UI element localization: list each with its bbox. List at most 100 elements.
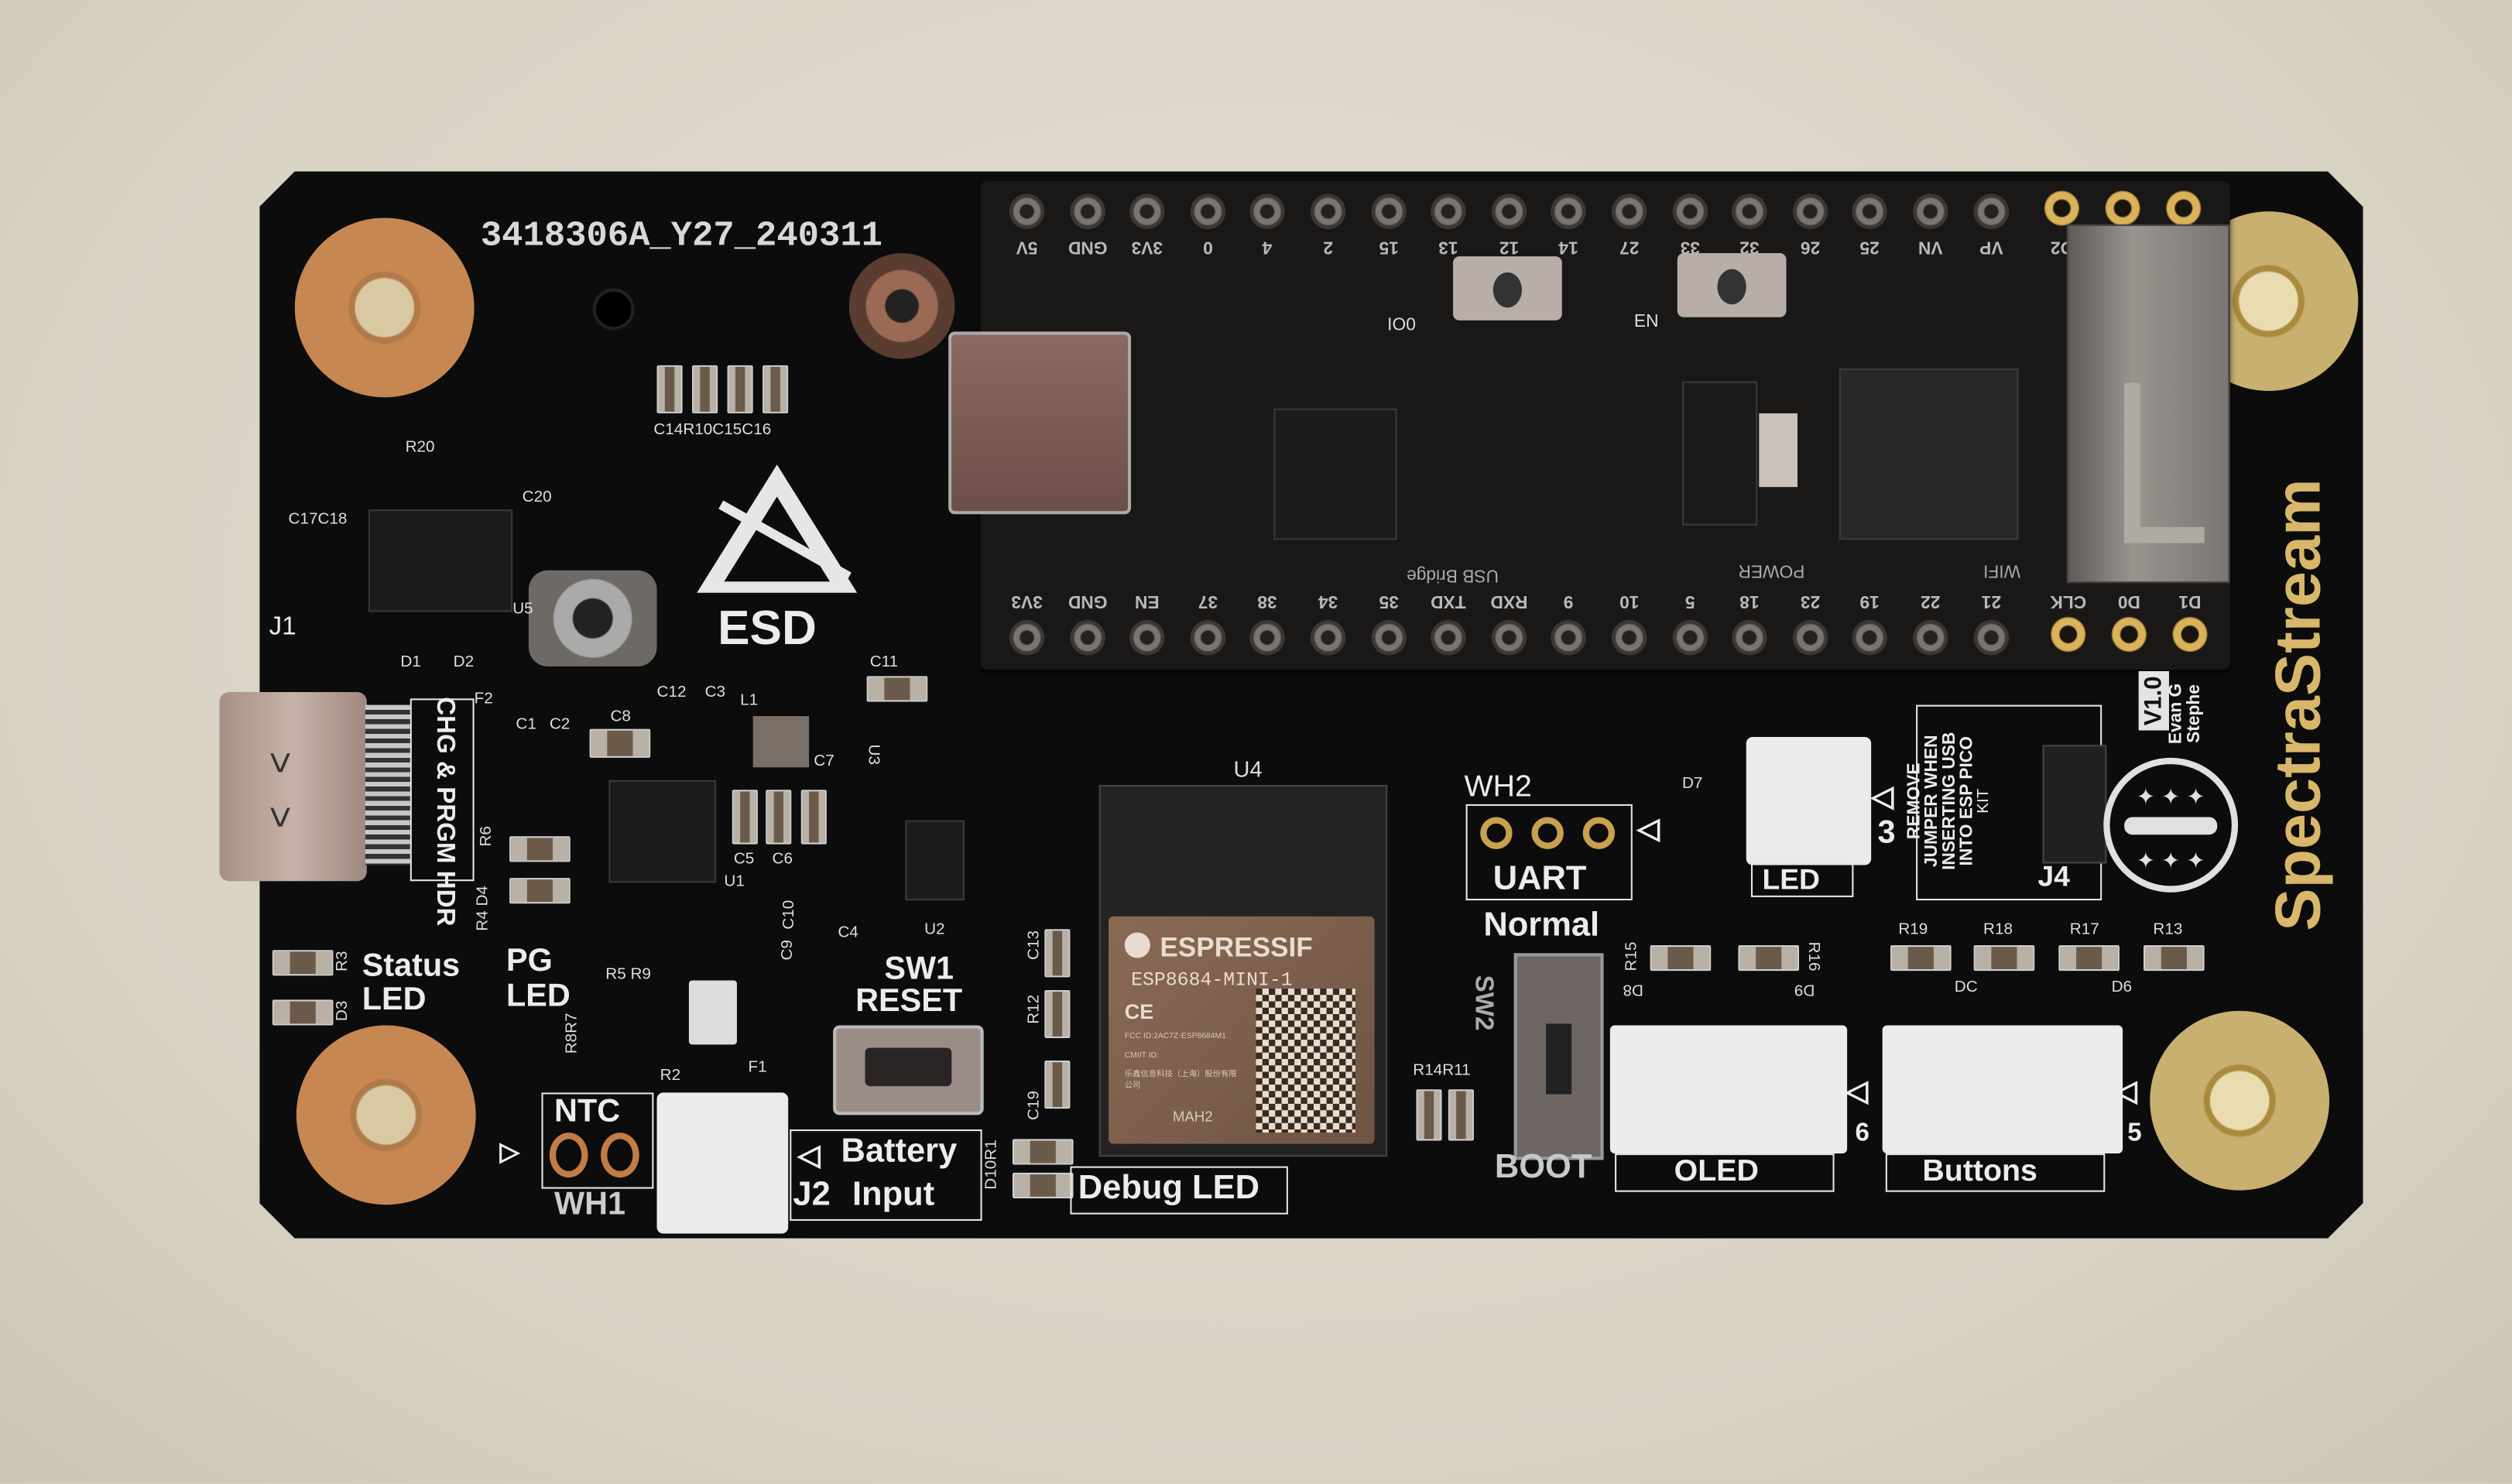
ref-label: C11 bbox=[869, 653, 899, 672]
gold-pin bbox=[2105, 190, 2140, 226]
uart-label: UART bbox=[1492, 860, 1587, 897]
svg-text:✦ ✦ ✦: ✦ ✦ ✦ bbox=[2137, 785, 2205, 810]
header-pin bbox=[1009, 194, 1045, 229]
capacitor-c19 bbox=[1044, 1061, 1071, 1109]
oled-label: OLED bbox=[1674, 1155, 1759, 1189]
en-button[interactable] bbox=[1677, 252, 1787, 317]
crystal bbox=[1759, 413, 1797, 488]
debug-led-box bbox=[1070, 1166, 1288, 1215]
ntc-pad bbox=[601, 1133, 639, 1178]
buttons-connector[interactable] bbox=[1882, 1025, 2123, 1154]
mounting-hole-bottom-left bbox=[296, 1025, 476, 1205]
ref-label: D6 bbox=[2111, 978, 2133, 997]
ref-label: C5 bbox=[733, 850, 755, 869]
input-label: Input bbox=[852, 1176, 935, 1213]
gold-pin bbox=[2044, 190, 2080, 226]
oled-connector[interactable] bbox=[1609, 1025, 1848, 1154]
header-pin bbox=[1551, 619, 1587, 656]
spectrastream-logo-icon: ✦ ✦ ✦ ✦ ✦ ✦ bbox=[2103, 757, 2239, 893]
jumper-j4[interactable] bbox=[2042, 745, 2107, 864]
led-box bbox=[1750, 862, 1854, 897]
debug-led-label: Debug LED bbox=[1078, 1169, 1259, 1207]
en-label: EN bbox=[1633, 312, 1659, 332]
standoff bbox=[848, 252, 955, 359]
brand-name: SpectraStream bbox=[2264, 478, 2335, 931]
sw1-label: SW1 bbox=[884, 951, 954, 987]
led-d3 bbox=[272, 999, 334, 1026]
io0-button[interactable] bbox=[1453, 256, 1562, 320]
header-pin bbox=[1732, 194, 1768, 229]
pg-led-label-2: LED bbox=[505, 978, 571, 1014]
ref-label: U5 bbox=[512, 601, 533, 619]
esp32-pico-kit-module bbox=[980, 180, 2230, 670]
ref-label: C2 bbox=[549, 716, 571, 734]
gold-pin bbox=[2165, 190, 2202, 226]
pin1-marker-icon: ◁ bbox=[2114, 1074, 2137, 1108]
pin-label: GND bbox=[1068, 237, 1107, 257]
header-pin bbox=[1370, 619, 1407, 656]
ref-label: C10 bbox=[780, 900, 798, 930]
pin-label: 2 bbox=[1323, 237, 1333, 257]
j2-label: J2 bbox=[793, 1176, 831, 1213]
header-pin bbox=[1129, 619, 1165, 656]
pg-led-label-1: PG bbox=[505, 943, 553, 979]
ref-label: C9 bbox=[779, 939, 797, 961]
pin-label: 5V bbox=[1016, 237, 1038, 257]
pin-label: TXD bbox=[1431, 591, 1466, 611]
pin-label: 34 bbox=[1318, 591, 1338, 611]
version-label: V1.0 bbox=[2138, 671, 2169, 731]
led-connector-j3[interactable] bbox=[1746, 736, 1872, 865]
ic-u2 bbox=[905, 820, 965, 901]
resistor-r12 bbox=[1044, 989, 1071, 1039]
ref-label: D10R1 bbox=[982, 1140, 1001, 1190]
ref-label: U3 bbox=[864, 744, 882, 765]
oled-box bbox=[1615, 1153, 1835, 1192]
author-1: Evan G bbox=[2166, 683, 2186, 745]
pin1-marker-icon: ◁ bbox=[797, 1139, 821, 1171]
ref-label: C17C18 bbox=[288, 511, 348, 529]
header-pin bbox=[1671, 194, 1708, 229]
ref-label: C1 bbox=[516, 716, 536, 734]
uart-pads bbox=[1471, 811, 1625, 855]
ref-label: C19 bbox=[1025, 1090, 1044, 1120]
battery-input-box bbox=[790, 1129, 982, 1221]
header-pin bbox=[1009, 619, 1045, 656]
voltage-regulator bbox=[1681, 381, 1758, 526]
pin-label: 13 bbox=[1438, 237, 1458, 257]
resistor-r15 bbox=[1650, 945, 1712, 972]
antenna-shield bbox=[2066, 224, 2230, 584]
header-pin bbox=[1069, 194, 1105, 229]
sw2-label: SW2 bbox=[1469, 975, 1497, 1031]
ref-label: R13 bbox=[2153, 920, 2183, 939]
resistor bbox=[272, 950, 334, 976]
capacitor bbox=[800, 790, 827, 845]
capacitor-c11 bbox=[866, 676, 928, 702]
chg-hdr-box bbox=[410, 698, 475, 882]
ref-label: R4 D4 bbox=[474, 886, 492, 931]
pin-label: VN bbox=[1917, 237, 1943, 257]
ref-label: C7 bbox=[814, 752, 834, 771]
battery-connector-j2[interactable] bbox=[656, 1092, 789, 1234]
author-2: Stephe bbox=[2185, 684, 2205, 743]
boot-mode-switch-sw2[interactable] bbox=[1513, 953, 1604, 1160]
ref-label: C20 bbox=[522, 488, 552, 506]
ref-label: R6 bbox=[478, 826, 496, 847]
fiducial-hole bbox=[592, 288, 635, 331]
usb-c-connector[interactable]: > > bbox=[219, 692, 367, 882]
pin-label: 35 bbox=[1378, 591, 1399, 611]
ref-label: C4 bbox=[838, 924, 858, 942]
j5-label: 5 bbox=[2127, 1119, 2142, 1147]
gold-pin bbox=[2111, 616, 2147, 653]
header-pin bbox=[1310, 619, 1346, 656]
micro-usb-connector[interactable] bbox=[948, 331, 1132, 515]
ref-label: R2 bbox=[660, 1067, 681, 1085]
reset-button-sw1[interactable] bbox=[833, 1025, 984, 1116]
pin-label: 19 bbox=[1860, 591, 1880, 611]
pin1-marker-icon: ▷ bbox=[499, 1139, 520, 1167]
ic-u5 bbox=[368, 509, 513, 612]
resistor bbox=[509, 836, 571, 862]
espressif-logo-icon bbox=[1124, 932, 1150, 958]
header-pin bbox=[1250, 619, 1286, 656]
pin-label: 37 bbox=[1198, 591, 1218, 611]
